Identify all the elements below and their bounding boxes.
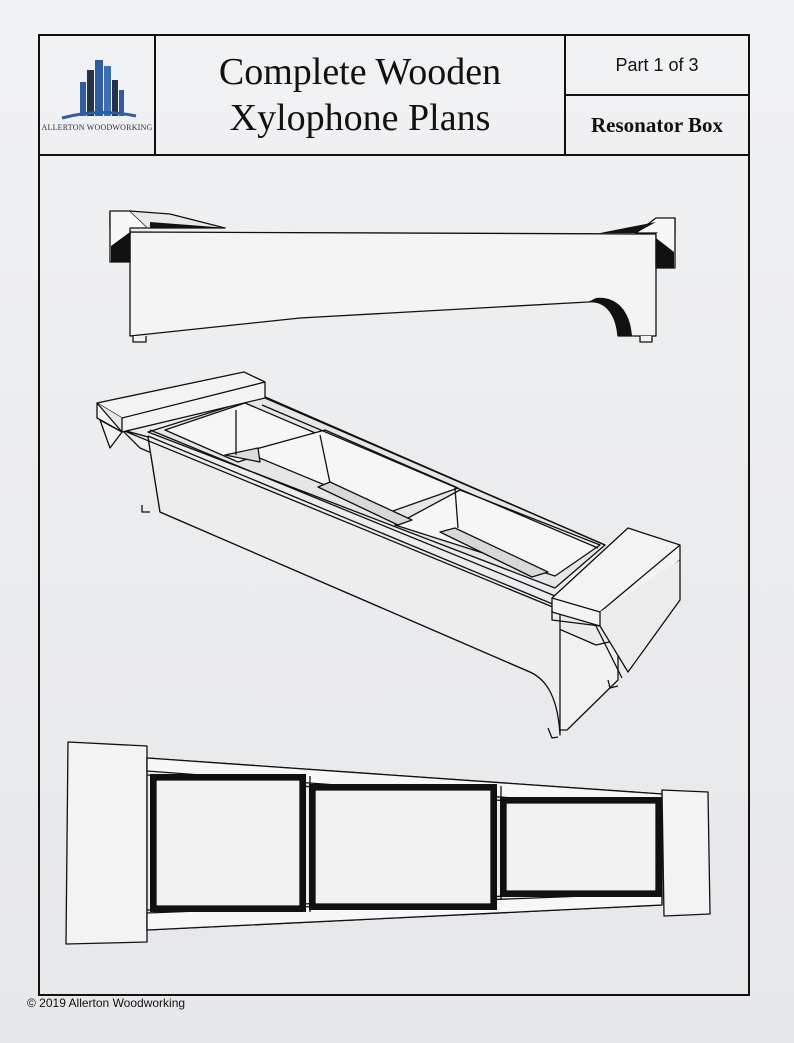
info-cell: Part 1 of 3 Resonator Box [566,36,748,154]
title-cell: Complete Wooden Xylophone Plans [156,36,566,154]
copyright-notice: © 2019 Allerton Woodworking [27,996,186,1010]
title-line-2: Xylophone Plans [229,97,491,139]
section-name: Resonator Box [590,112,724,137]
logo-text: ALLERTON WOODWORKING [41,123,153,132]
logo-cell: ALLERTON WOODWORKING [40,36,156,154]
title-block: ALLERTON WOODWORKING Complete Wooden Xyl… [38,34,750,156]
part-number: Part 1 of 3 [566,36,748,96]
side-elevation-drawing [109,210,676,343]
isometric-drawing [96,371,681,739]
title-line-1: Complete Wooden [218,51,502,93]
top-plan-drawing [65,741,711,945]
buildings-logo-icon [61,60,137,120]
